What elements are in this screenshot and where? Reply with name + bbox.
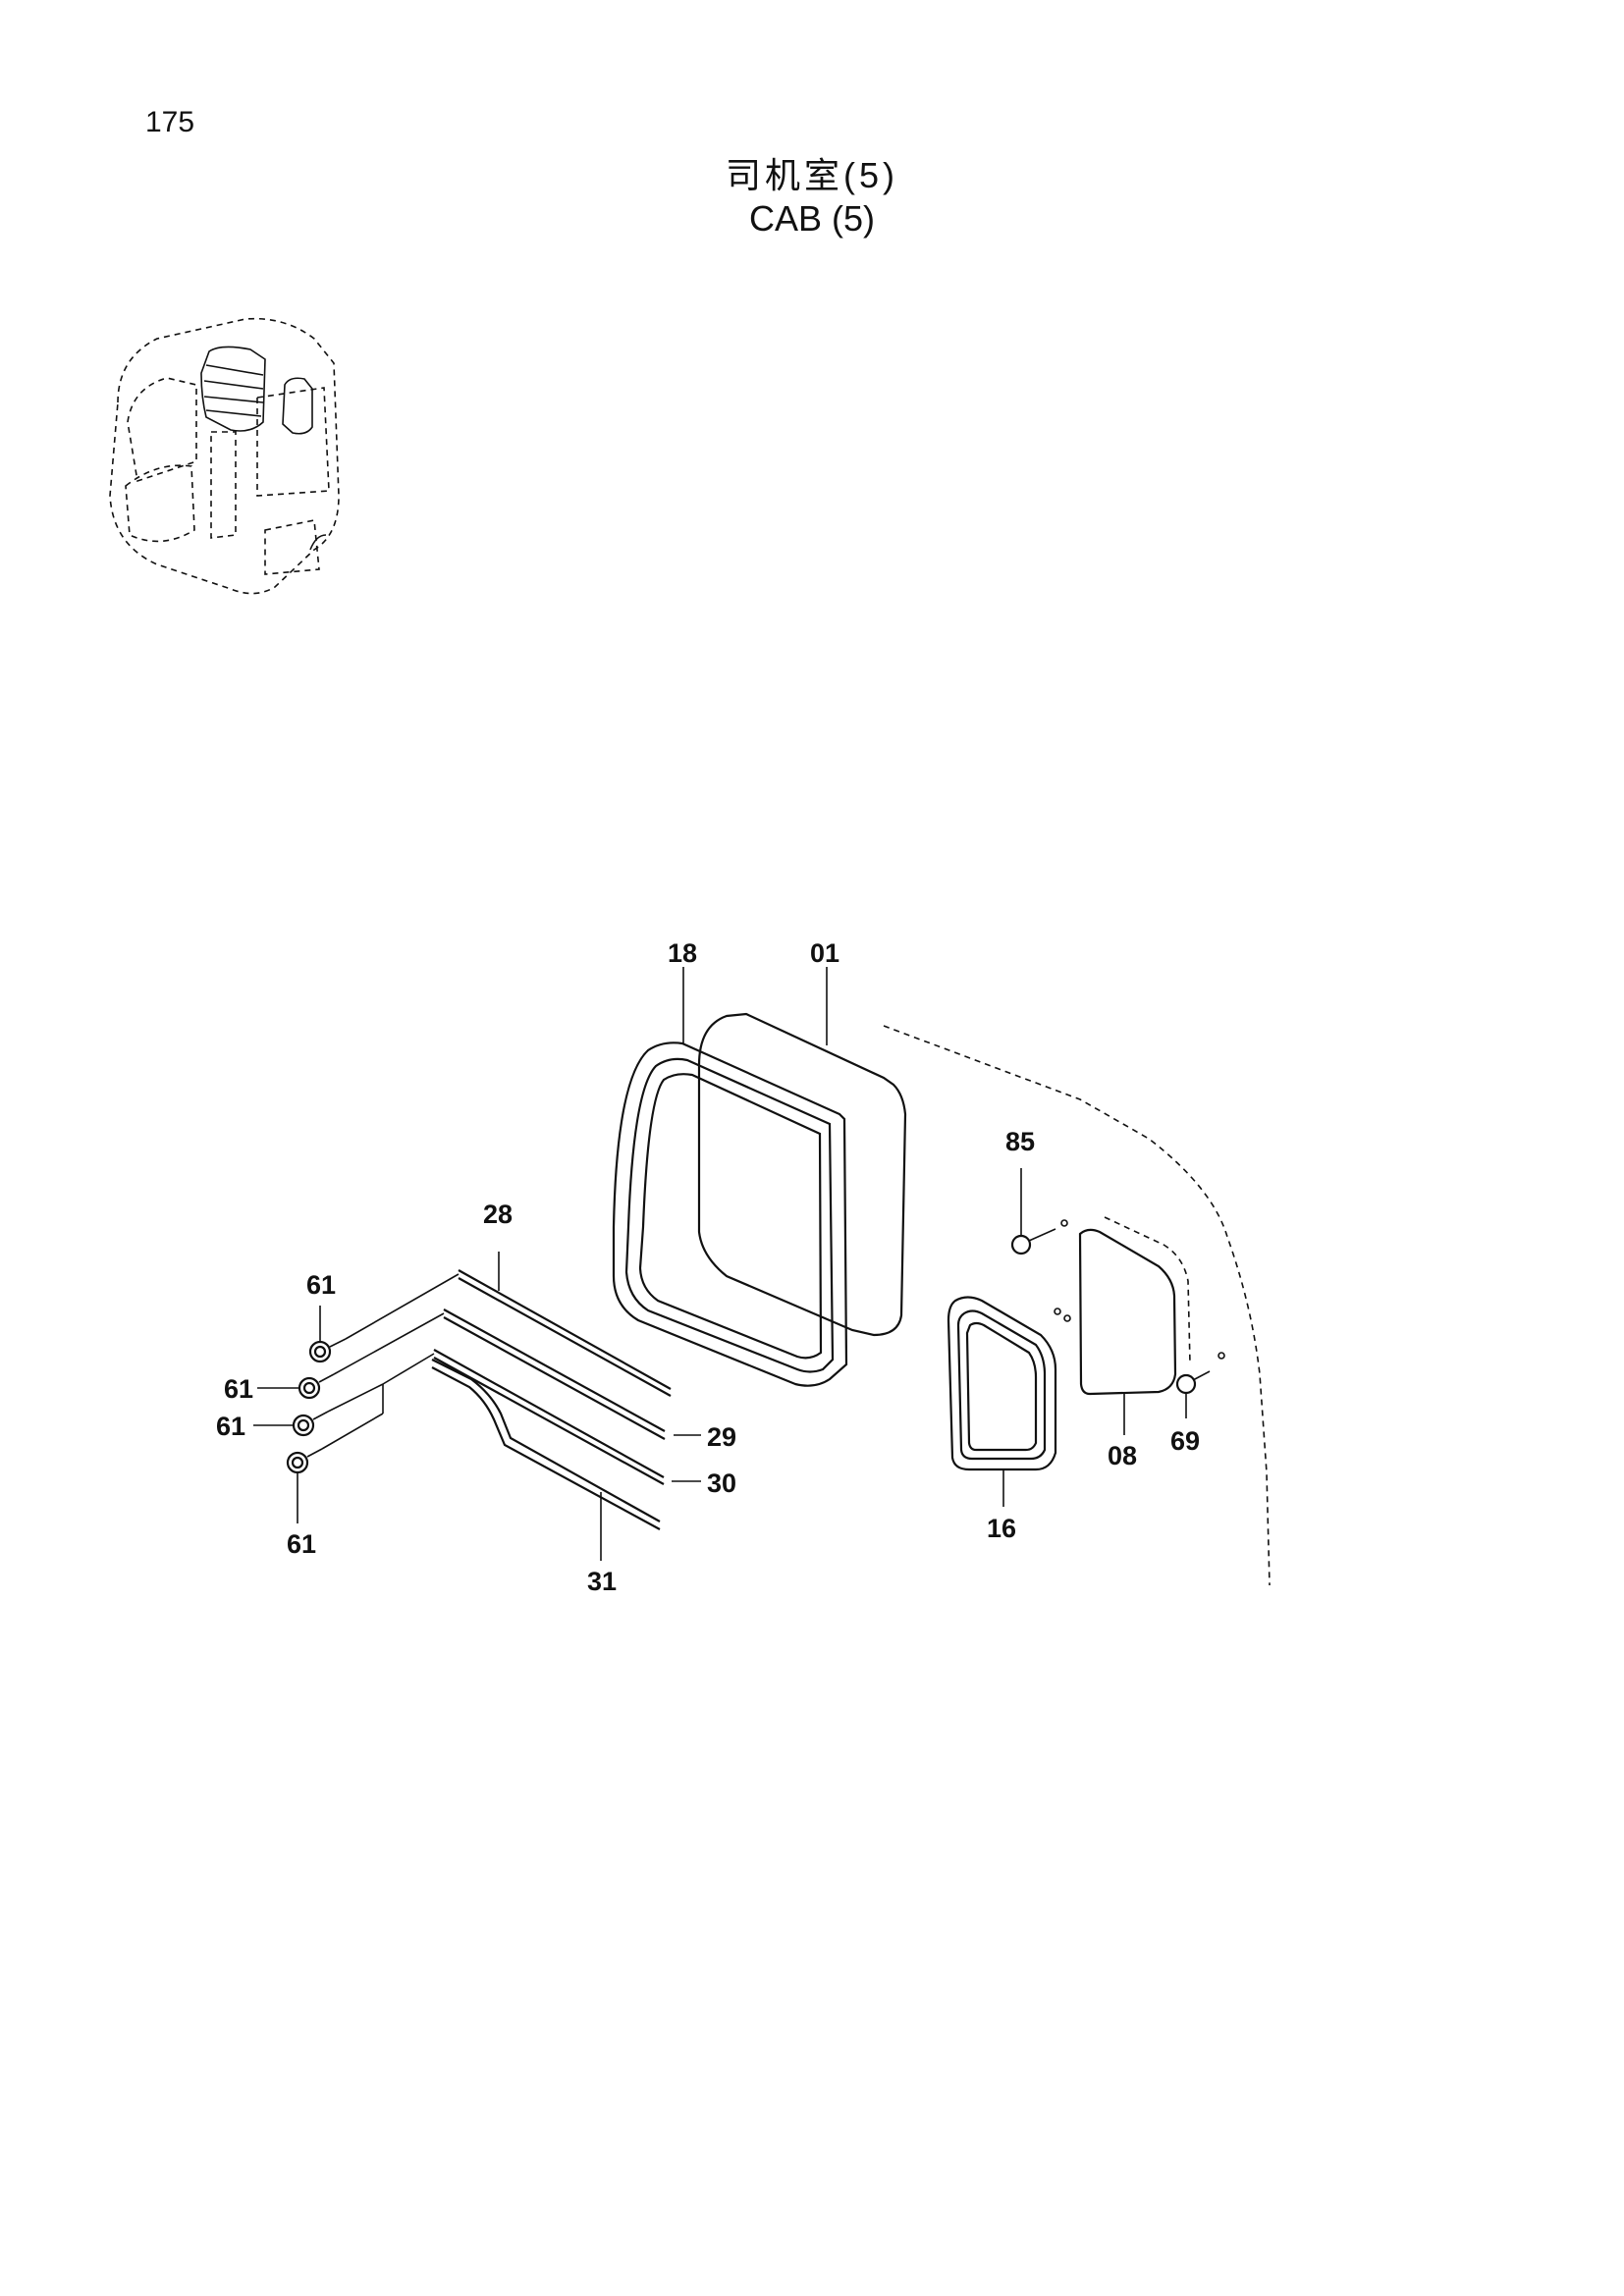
callout-61-third: 61 — [216, 1412, 245, 1441]
fastener-hole — [1054, 1308, 1061, 1315]
part-61-bolt — [286, 1413, 384, 1523]
part-01-glass — [697, 1012, 907, 1337]
part-61-bolt — [257, 1312, 445, 1400]
part-16-seal — [947, 1296, 1057, 1471]
cab-body-outline — [883, 1025, 1271, 1586]
callout-31: 31 — [587, 1567, 617, 1596]
callout-69: 69 — [1170, 1426, 1200, 1456]
callout-08: 08 — [1108, 1441, 1137, 1470]
fastener-hole — [1218, 1352, 1225, 1360]
part-29-rod — [443, 1308, 701, 1440]
fastener-hole — [1063, 1314, 1071, 1322]
part-85-fastener — [1010, 1168, 1068, 1255]
part-08-glass — [1078, 1228, 1177, 1396]
callout-85: 85 — [1005, 1127, 1035, 1156]
page-title-english: CAB (5) — [748, 198, 876, 239]
callout-61-fourth: 61 — [287, 1529, 316, 1559]
callout-61-second: 61 — [224, 1374, 253, 1404]
cab-overview-thumbnail — [109, 317, 340, 595]
callout-18: 18 — [668, 938, 697, 968]
part-08-frame-outline — [1104, 1216, 1191, 1365]
callout-30: 30 — [707, 1468, 736, 1498]
callout-28: 28 — [483, 1200, 513, 1229]
callout-01: 01 — [810, 938, 839, 968]
part-61-bolt — [308, 1273, 460, 1363]
part-31-rod — [431, 1359, 661, 1561]
part-18-seal — [612, 1041, 848, 1387]
part-69-fastener — [1175, 1370, 1211, 1418]
page-number: 175 — [145, 106, 195, 138]
callout-16: 16 — [987, 1514, 1016, 1543]
page-title-chinese: 司机室(5) — [726, 155, 898, 195]
callout-61-first: 61 — [306, 1270, 336, 1300]
callout-29: 29 — [707, 1422, 736, 1452]
part-61-bolt — [253, 1353, 435, 1437]
part-30-rod — [433, 1349, 701, 1485]
part-28-rod — [458, 1252, 672, 1397]
